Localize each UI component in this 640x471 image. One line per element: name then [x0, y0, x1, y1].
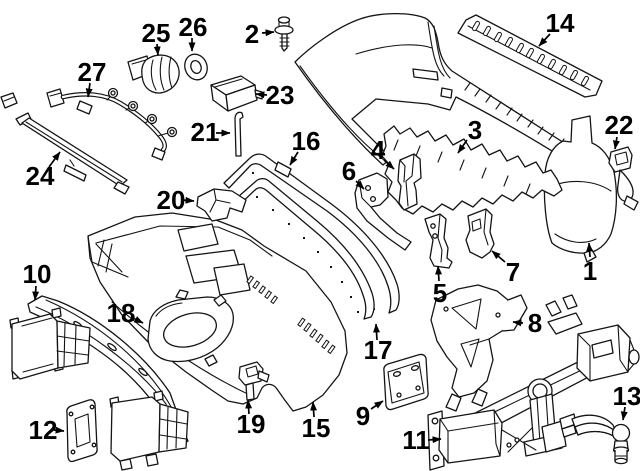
part-10-impact-bar	[9, 295, 189, 471]
part-12-mounting-plate	[66, 399, 98, 463]
callout-17[interactable]: 17	[364, 335, 393, 365]
callout-8[interactable]: 8	[528, 308, 542, 338]
part-26-sensor-grommet	[184, 53, 208, 81]
callout-16[interactable]: 16	[292, 126, 321, 156]
part-21-mounting-strip	[234, 111, 244, 157]
callout-arrow-4	[383, 159, 395, 170]
callout-arrow-12	[53, 426, 65, 434]
callout-arrow-2	[261, 29, 275, 37]
callout-11[interactable]: 11	[402, 425, 430, 455]
callout-9[interactable]: 9	[356, 401, 370, 431]
callout-10[interactable]: 10	[23, 259, 52, 289]
part-9-backing-plate	[383, 353, 429, 411]
callout-15[interactable]: 15	[302, 413, 331, 443]
callout-arrow-17	[373, 323, 381, 341]
callout-21[interactable]: 21	[191, 117, 220, 147]
callout-3[interactable]: 3	[468, 115, 482, 145]
callout-5[interactable]: 5	[433, 278, 447, 308]
callout-13[interactable]: 13	[613, 381, 640, 411]
part-5-center-bracket	[424, 213, 453, 269]
callout-25[interactable]: 25	[142, 18, 171, 48]
part-19-retainer-clip	[238, 361, 270, 401]
callout-18[interactable]: 18	[107, 298, 136, 328]
callout-arrow-7	[491, 250, 506, 263]
part-25-parking-sensor	[127, 54, 180, 94]
callout-arrow-13	[620, 406, 628, 421]
part-16-upper-molding-strip	[223, 153, 400, 314]
part-20-guide-bracket	[196, 188, 247, 222]
callout-24[interactable]: 24	[26, 161, 55, 191]
callout-arrow-9	[370, 400, 384, 410]
callout-arrow-15	[310, 401, 318, 418]
callout-4[interactable]: 4	[371, 135, 386, 165]
callout-6[interactable]: 6	[342, 156, 356, 186]
callout-27[interactable]: 27	[78, 57, 107, 87]
callout-arrow-3	[457, 139, 468, 154]
part-18-trim-bracket	[147, 289, 235, 367]
callout-arrow-1	[586, 242, 594, 258]
callout-arrow-22	[612, 136, 620, 150]
part-11-trailer-hitch	[427, 294, 640, 471]
callout-arrow-20	[181, 196, 195, 204]
part-17-lower-molding-strip	[229, 177, 375, 320]
callout-20[interactable]: 20	[157, 185, 186, 215]
part-22-side-support-bracket	[608, 146, 639, 211]
callout-arrow-25	[153, 43, 161, 56]
callout-arrow-6	[355, 180, 365, 190]
callout-arrow-18	[132, 316, 144, 324]
callout-arrow-16	[289, 151, 299, 166]
callout-arrow-24	[48, 151, 61, 168]
callout-26[interactable]: 26	[179, 12, 208, 42]
callout-2[interactable]: 2	[245, 19, 259, 49]
part-4-mounting-bracket	[397, 153, 422, 211]
callout-arrow-27	[85, 82, 93, 98]
part-fragment-left-edge	[0, 92, 18, 109]
callout-arrow-10	[32, 285, 40, 301]
callout-arrow-14	[538, 33, 551, 47]
part-6-outer-bracket	[354, 172, 412, 251]
callout-1[interactable]: 1	[583, 256, 597, 286]
callout-arrow-19	[245, 399, 253, 415]
part-8-corner-mount-bracket	[430, 284, 528, 398]
part-2-expansion-rivet	[274, 16, 294, 52]
callout-7[interactable]: 7	[506, 257, 520, 287]
part-27-wiring-harness	[46, 87, 178, 161]
part-1-bumper-cover	[294, 12, 618, 263]
part-14-step-pad	[457, 14, 603, 98]
callout-arrow-11	[427, 436, 442, 444]
callout-14[interactable]: 14	[546, 8, 575, 38]
part-23-control-module	[210, 75, 263, 112]
part-13-hitch-ball-mount	[559, 413, 631, 465]
part-7-side-bracket	[465, 208, 495, 259]
callout-arrow-23	[255, 91, 268, 99]
callout-arrow-5	[435, 265, 443, 282]
callout-19[interactable]: 19	[237, 409, 266, 439]
callout-23[interactable]: 23	[266, 80, 295, 110]
part-art-layer	[0, 12, 640, 471]
part-24-sill-molding-strip	[15, 112, 130, 195]
callout-22[interactable]: 22	[605, 110, 634, 140]
callout-12[interactable]: 12	[29, 415, 58, 445]
callout-arrow-8	[512, 319, 524, 327]
